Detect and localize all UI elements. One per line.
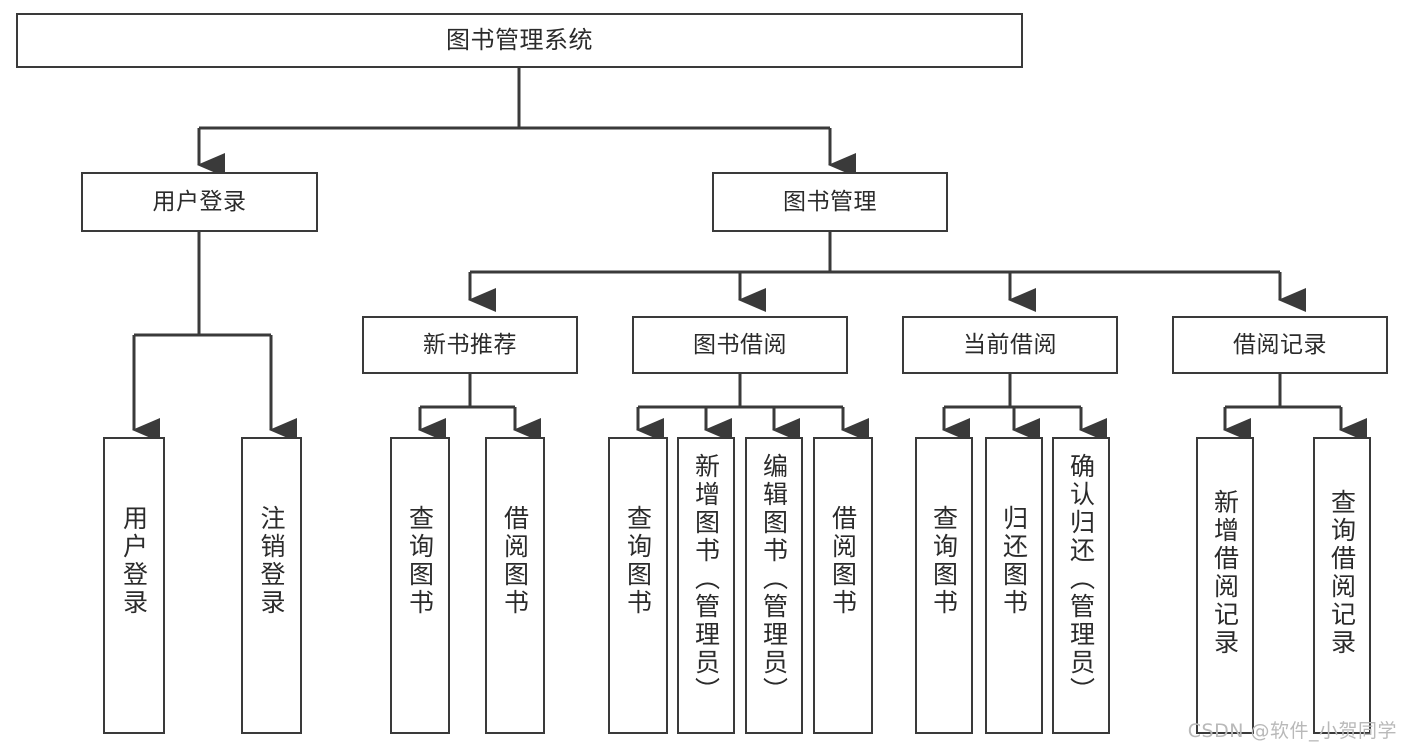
node-book-borrow[interactable]: 图书借阅	[632, 316, 848, 374]
node-leaf-query-book-3[interactable]: 查询图书	[915, 437, 973, 734]
node-leaf-return-book[interactable]: 归还图书	[985, 437, 1043, 734]
node-leaf-confirm-return[interactable]: 确认归还（管理员）	[1052, 437, 1110, 734]
node-leaf-return-book-label: 归还图书	[999, 505, 1029, 617]
node-leaf-query-record-label: 查询借阅记录	[1327, 489, 1357, 657]
node-borrow-record-label: 借阅记录	[1233, 331, 1327, 358]
node-leaf-user-logout-label: 注销登录	[257, 505, 286, 617]
edge-userlogin-to-leaves	[132, 232, 297, 442]
node-borrow-record[interactable]: 借阅记录	[1172, 316, 1388, 374]
edge-newbook-to-leaves	[418, 374, 541, 442]
node-leaf-query-book-2[interactable]: 查询图书	[608, 437, 668, 734]
node-user-login-label: 用户登录	[152, 188, 247, 215]
edge-root-to-level1	[197, 68, 856, 177]
node-leaf-borrow-book-2-label: 借阅图书	[828, 505, 858, 617]
edge-bookborrow-to-leaves	[636, 374, 869, 442]
node-leaf-query-book-1-label: 查询图书	[405, 505, 435, 617]
edge-borrowrecord-to-leaves	[1223, 374, 1367, 442]
node-leaf-edit-book-label: 编辑图书（管理员）	[759, 453, 789, 705]
node-book-borrow-label: 图书借阅	[693, 331, 787, 358]
node-leaf-edit-book[interactable]: 编辑图书（管理员）	[745, 437, 803, 734]
node-leaf-borrow-book-1[interactable]: 借阅图书	[485, 437, 545, 734]
node-leaf-user-login[interactable]: 用户登录	[103, 437, 165, 734]
node-current-borrow[interactable]: 当前借阅	[902, 316, 1118, 374]
node-leaf-user-logout[interactable]: 注销登录	[241, 437, 302, 734]
edge-currentborrow-to-leaves	[942, 374, 1107, 442]
node-leaf-borrow-book-1-label: 借阅图书	[500, 505, 530, 617]
node-book-manage-label: 图书管理	[783, 188, 877, 215]
node-new-book-rec[interactable]: 新书推荐	[362, 316, 578, 374]
node-leaf-add-record-label: 新增借阅记录	[1210, 489, 1240, 657]
node-leaf-query-record[interactable]: 查询借阅记录	[1313, 437, 1371, 734]
node-leaf-query-book-1[interactable]: 查询图书	[390, 437, 450, 734]
node-leaf-user-login-label: 用户登录	[119, 505, 149, 617]
node-leaf-add-book-label: 新增图书（管理员）	[691, 453, 721, 705]
node-leaf-add-book[interactable]: 新增图书（管理员）	[677, 437, 735, 734]
node-book-manage[interactable]: 图书管理	[712, 172, 948, 232]
edge-bookmanage-to-level2	[468, 232, 1306, 312]
node-user-login[interactable]: 用户登录	[81, 172, 318, 232]
node-current-borrow-label: 当前借阅	[963, 331, 1057, 358]
node-leaf-query-book-3-label: 查询图书	[929, 505, 959, 617]
node-leaf-add-record[interactable]: 新增借阅记录	[1196, 437, 1254, 734]
node-leaf-borrow-book-2[interactable]: 借阅图书	[813, 437, 873, 734]
node-leaf-query-book-2-label: 查询图书	[623, 505, 653, 617]
node-new-book-rec-label: 新书推荐	[423, 331, 517, 358]
watermark: CSDN @软件_小贺同学	[1187, 720, 1397, 742]
node-root[interactable]: 图书管理系统	[16, 13, 1023, 68]
node-root-label: 图书管理系统	[446, 25, 593, 54]
node-leaf-confirm-return-label: 确认归还（管理员）	[1066, 453, 1096, 705]
